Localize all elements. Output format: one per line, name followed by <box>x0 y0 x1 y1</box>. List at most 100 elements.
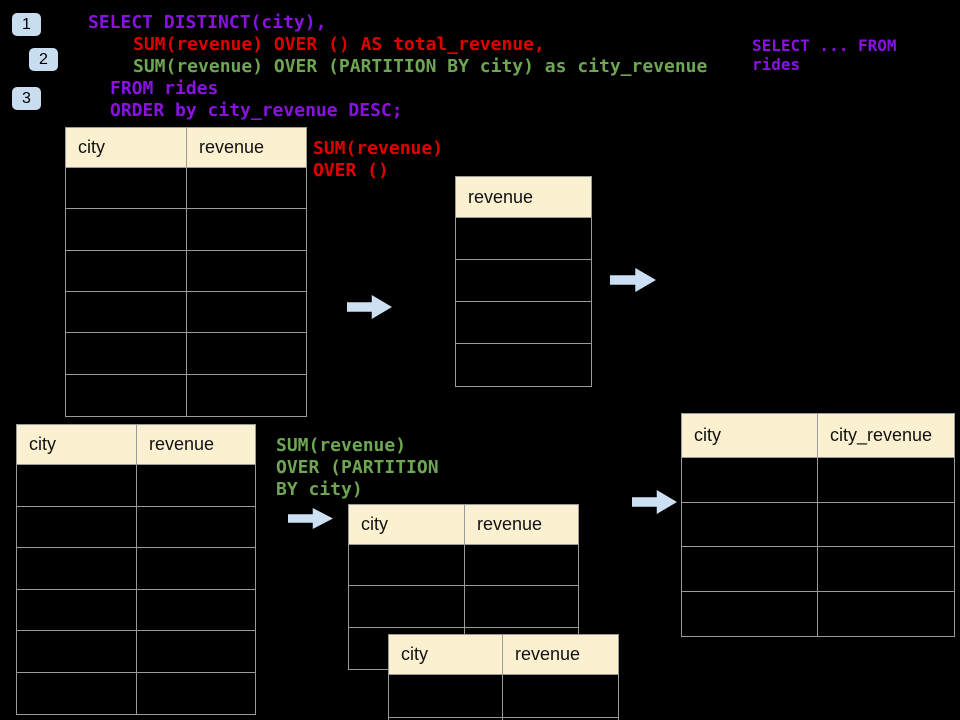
city-revenue-result-table-row <box>682 502 954 547</box>
source-table-top-cell <box>187 333 306 375</box>
source-table-bottom-cell <box>17 506 137 548</box>
city-revenue-result-table-cell <box>682 502 818 547</box>
arrow-top-source-to-total <box>347 295 392 324</box>
partition-table-back-header-revenue: revenue <box>465 505 578 545</box>
total-revenue-result-table-header-row: revenue <box>456 177 591 218</box>
partition-annotation-line-2: OVER (PARTITION <box>276 457 439 478</box>
source-table-top-cell <box>66 374 187 416</box>
partition-table-front-header-city: city <box>389 635 503 675</box>
city-revenue-result-table-row <box>682 591 954 636</box>
partition-table-front-header-revenue: revenue <box>503 635 618 675</box>
partition-table-front-cell <box>389 718 503 720</box>
source-table-bottom-cell <box>137 548 255 590</box>
source-table-bottom-header-revenue: revenue <box>137 425 255 465</box>
arrow-partition-to-result <box>632 490 677 519</box>
step-badge-3: 3 <box>12 87 41 110</box>
source-table-bottom-cell <box>17 589 137 631</box>
step-badge-2: 2 <box>29 48 58 71</box>
source-table-bottom-row <box>17 506 255 548</box>
source-table-bottom-cell <box>17 465 137 507</box>
source-table-top-cell <box>66 250 187 292</box>
source-table-bottom-row <box>17 672 255 714</box>
partition-table-back-cell <box>465 586 578 628</box>
partition-table-front-cell <box>389 675 503 718</box>
source-table-top-cell <box>187 374 306 416</box>
sql-code-line-4: FROM rides <box>110 78 219 99</box>
sql-code-line-1: SELECT DISTINCT(city), <box>88 12 327 33</box>
total-revenue-result-table: revenue <box>455 176 592 387</box>
source-table-top-cell <box>66 291 187 334</box>
source-table-bottom-cell <box>137 506 255 548</box>
total-revenue-result-table-cell <box>456 302 591 344</box>
city-revenue-result-table-row <box>682 458 954 503</box>
source-table-top-row <box>66 291 306 334</box>
source-table-bottom-cell <box>17 672 137 714</box>
source-table-top-row <box>66 168 306 210</box>
source-table-top-row <box>66 209 306 251</box>
source-table-bottom-header-city: city <box>17 425 137 465</box>
partition-table-front-cell <box>503 675 618 718</box>
step-badge-1: 1 <box>12 13 41 36</box>
source-table-bottom-cell <box>137 672 255 714</box>
total-revenue-result-table-header-revenue: revenue <box>456 177 591 218</box>
total-revenue-result-table-cell <box>456 260 591 302</box>
city-revenue-result-table-cell <box>818 502 954 547</box>
city-revenue-result-table-cell <box>682 458 818 503</box>
city-revenue-result-table-header-city: city <box>682 414 818 458</box>
total-revenue-annotation-line-1: SUM(revenue) <box>313 138 444 159</box>
source-table-top-cell <box>187 250 306 292</box>
city-revenue-result-table-header-city_revenue: city_revenue <box>818 414 954 458</box>
arrow-bottom-source-to-partition-icon <box>288 508 333 529</box>
source-table-bottom-cell <box>137 631 255 673</box>
sql-code-line-2: SUM(revenue) OVER () AS total_revenue, <box>133 34 545 55</box>
city-revenue-result-table-cell <box>818 591 954 636</box>
partition-table-front-row <box>389 718 618 720</box>
partition-table-back-cell <box>465 545 578 587</box>
total-revenue-annotation-line-2: OVER () <box>313 160 389 181</box>
partition-table-back-row <box>349 545 578 587</box>
total-revenue-result-table-cell <box>456 344 591 386</box>
source-table-top-cell <box>66 209 187 251</box>
source-table-top-cell <box>187 168 306 210</box>
sql-code-line-3: SUM(revenue) OVER (PARTITION BY city) as… <box>133 56 708 77</box>
source-table-top-header-city: city <box>66 128 187 168</box>
source-table-bottom-row <box>17 631 255 673</box>
source-table-bottom-row <box>17 465 255 507</box>
sql-code-line-5: ORDER by city_revenue DESC; <box>110 100 403 121</box>
arrow-bottom-source-to-partition <box>288 508 333 534</box>
source-table-top-row <box>66 374 306 416</box>
source-table-bottom-row <box>17 589 255 631</box>
city-revenue-result-table-cell <box>818 547 954 592</box>
partition-table-back-row <box>349 586 578 628</box>
total-revenue-result-table-row <box>456 344 591 386</box>
total-revenue-result-table-row <box>456 302 591 344</box>
arrow-partition-to-result-icon <box>632 490 677 514</box>
total-revenue-result-table-row <box>456 218 591 260</box>
arrow-top-source-to-total-icon <box>347 295 392 319</box>
source-table-bottom-row <box>17 548 255 590</box>
partition-table-back-cell <box>349 545 465 587</box>
partition-table-back-header-city: city <box>349 505 465 545</box>
city-revenue-result-table-cell <box>818 458 954 503</box>
source-table-top-cell <box>187 209 306 251</box>
partition-table-back-cell <box>349 586 465 628</box>
source-table-bottom-cell <box>17 631 137 673</box>
partition-annotation-line-1: SUM(revenue) <box>276 435 407 456</box>
source-table-top-cell <box>66 168 187 210</box>
arrow-total-out <box>610 268 656 297</box>
total-revenue-result-table-cell <box>456 218 591 260</box>
source-table-top-cell <box>187 291 306 334</box>
city-revenue-result-table-cell <box>682 591 818 636</box>
side-note-line-2: rides <box>752 55 801 74</box>
partition-annotation-line-3: BY city) <box>276 479 363 500</box>
source-table-top-row <box>66 333 306 375</box>
total-revenue-result-table-row <box>456 260 591 302</box>
